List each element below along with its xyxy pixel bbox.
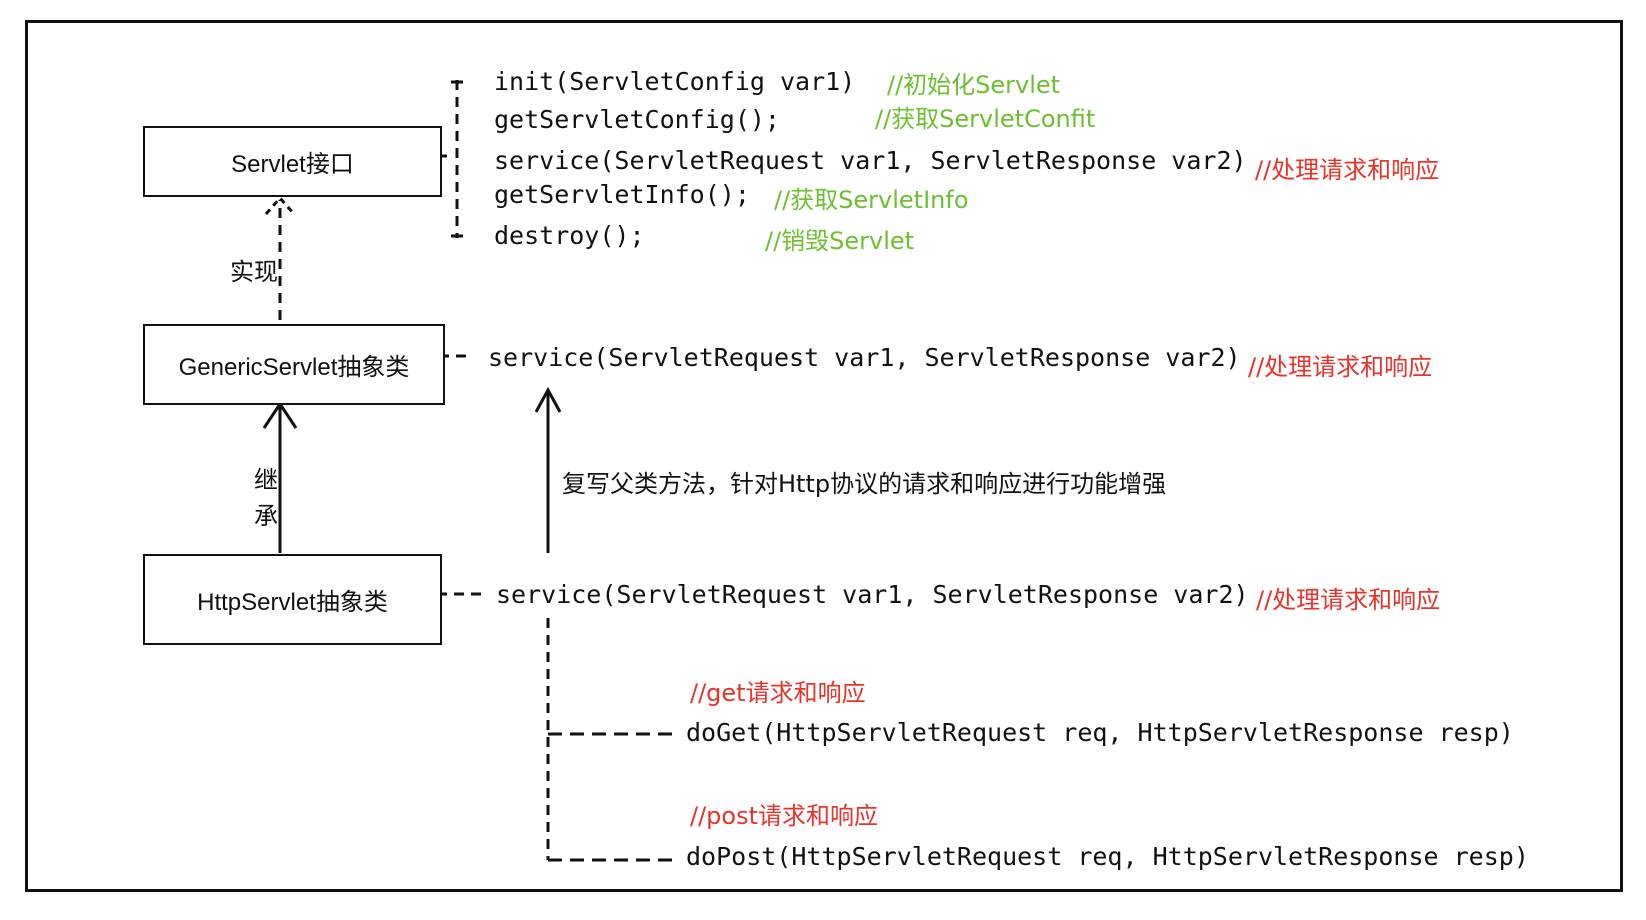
method-get-servlet-config: getServletConfig(); [494,105,780,134]
comment-get-servlet-config: //获取ServletConfit [875,105,1096,133]
method-init: init(ServletConfig var1) [494,67,856,96]
servlet-interface-label: Servlet接口 [231,151,354,178]
inherit-label-1: 继 [254,466,278,494]
doget-method: doGet(HttpServletRequest req, HttpServle… [686,718,1514,747]
method-service-interface: service(ServletRequest var1, ServletResp… [494,146,1247,175]
override-note: 复写父类方法，针对Http协议的请求和响应进行功能增强 [562,470,1167,498]
http-servlet-label: HttpServlet抽象类 [197,589,388,616]
generic-servlet-box: GenericServlet抽象类 [143,324,445,405]
servlet-interface-box: Servlet接口 [143,126,442,197]
http-service-comment: //处理请求和响应 [1256,586,1441,614]
comment-init: //初始化Servlet [887,71,1061,99]
generic-service-comment: //处理请求和响应 [1248,353,1433,381]
comment-service-interface: //处理请求和响应 [1255,156,1440,184]
override-arrowhead [534,386,562,413]
method-destroy: destroy(); [494,221,645,250]
generic-servlet-label: GenericServlet抽象类 [178,354,410,381]
http-service-method: service(ServletRequest var1, ServletResp… [496,580,1249,609]
dopost-method: doPost(HttpServletRequest req, HttpServl… [686,842,1529,871]
dopost-comment: //post请求和响应 [690,802,879,830]
diagram-frame [25,20,1623,892]
http-servlet-box: HttpServlet抽象类 [143,554,442,645]
implement-arrowhead [264,195,296,215]
method-get-servlet-info: getServletInfo(); [494,180,750,209]
implement-label: 实现 [230,258,278,286]
doget-comment: //get请求和响应 [690,679,866,707]
comment-destroy: //销毁Servlet [765,227,915,255]
inherit-label-2: 承 [254,502,278,530]
comment-get-servlet-info: //获取ServletInfo [774,186,969,214]
generic-service-method: service(ServletRequest var1, ServletResp… [488,343,1241,372]
